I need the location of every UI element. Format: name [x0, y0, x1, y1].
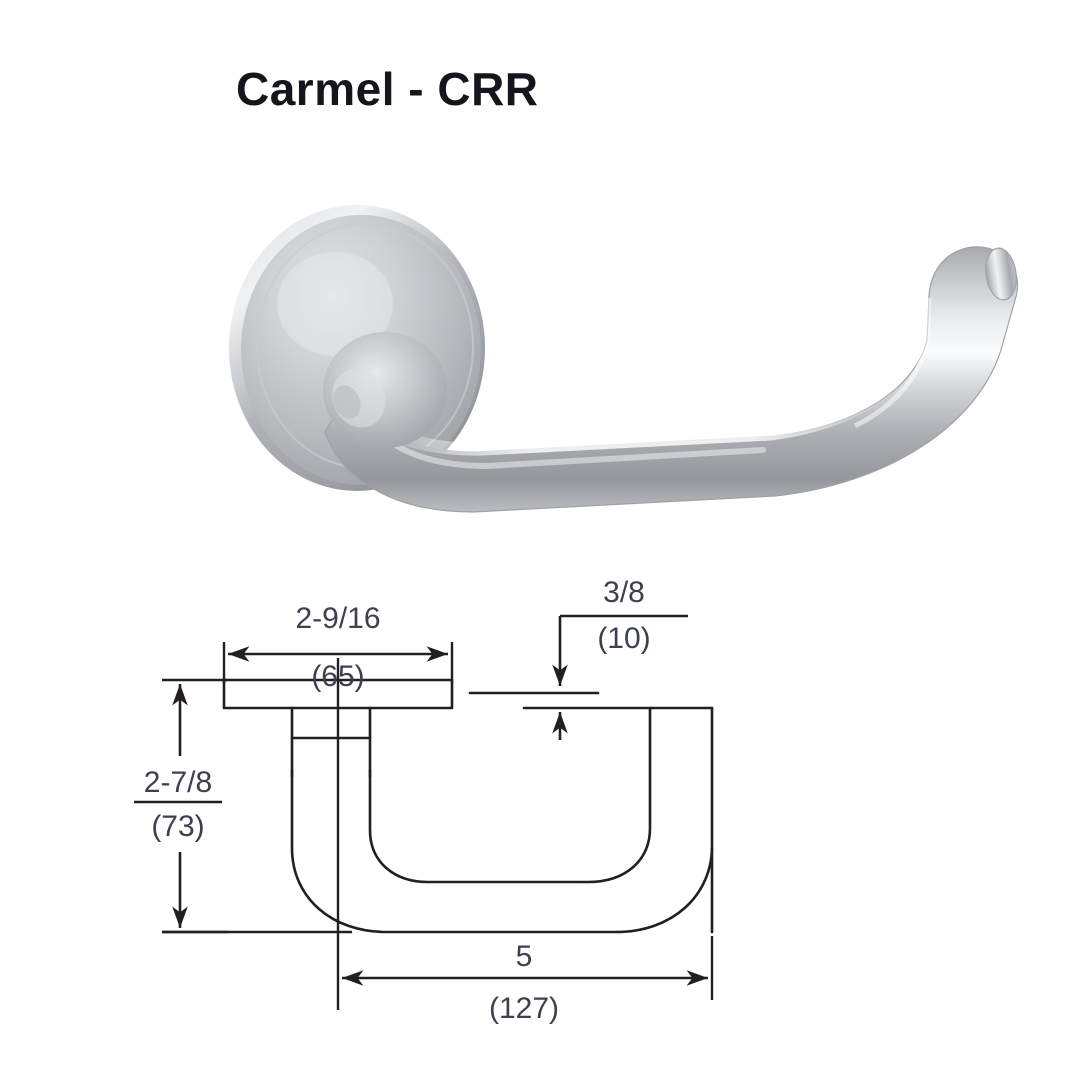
technical-drawing: 2-9/16 (65) 3/8 (10) 2-7/8 (73) — [120, 576, 760, 1040]
dimension-rose-diameter: 2-9/16 (65) — [222, 602, 454, 693]
part-neck — [290, 706, 372, 778]
dimension-rose-diameter-imperial: 2-9/16 — [295, 602, 380, 635]
dimension-rose-projection: 3/8 (10) — [552, 576, 688, 740]
dimension-lever-projection-metric: (73) — [151, 810, 204, 843]
lever-neck-boss — [323, 332, 447, 448]
product-photo — [215, 200, 1025, 520]
part-lever-top-edges — [468, 691, 714, 710]
dimension-lever-length: 5 (127) — [342, 936, 714, 1025]
dimension-lever-length-metric: (127) — [489, 992, 559, 1025]
dimension-lever-projection: 2-7/8 (73) — [134, 678, 228, 934]
dimension-rose-projection-imperial: 3/8 — [603, 576, 645, 609]
dimension-rose-diameter-metric: (65) — [311, 660, 364, 693]
dimension-rose-projection-metric: (10) — [597, 622, 650, 655]
dimension-lever-length-imperial: 5 — [516, 940, 533, 973]
page-title: Carmel - CRR — [236, 63, 539, 115]
dimension-lever-projection-imperial: 2-7/8 — [144, 766, 212, 799]
part-lever-outer-profile — [290, 706, 714, 934]
part-lever-inner-profile — [368, 706, 652, 884]
